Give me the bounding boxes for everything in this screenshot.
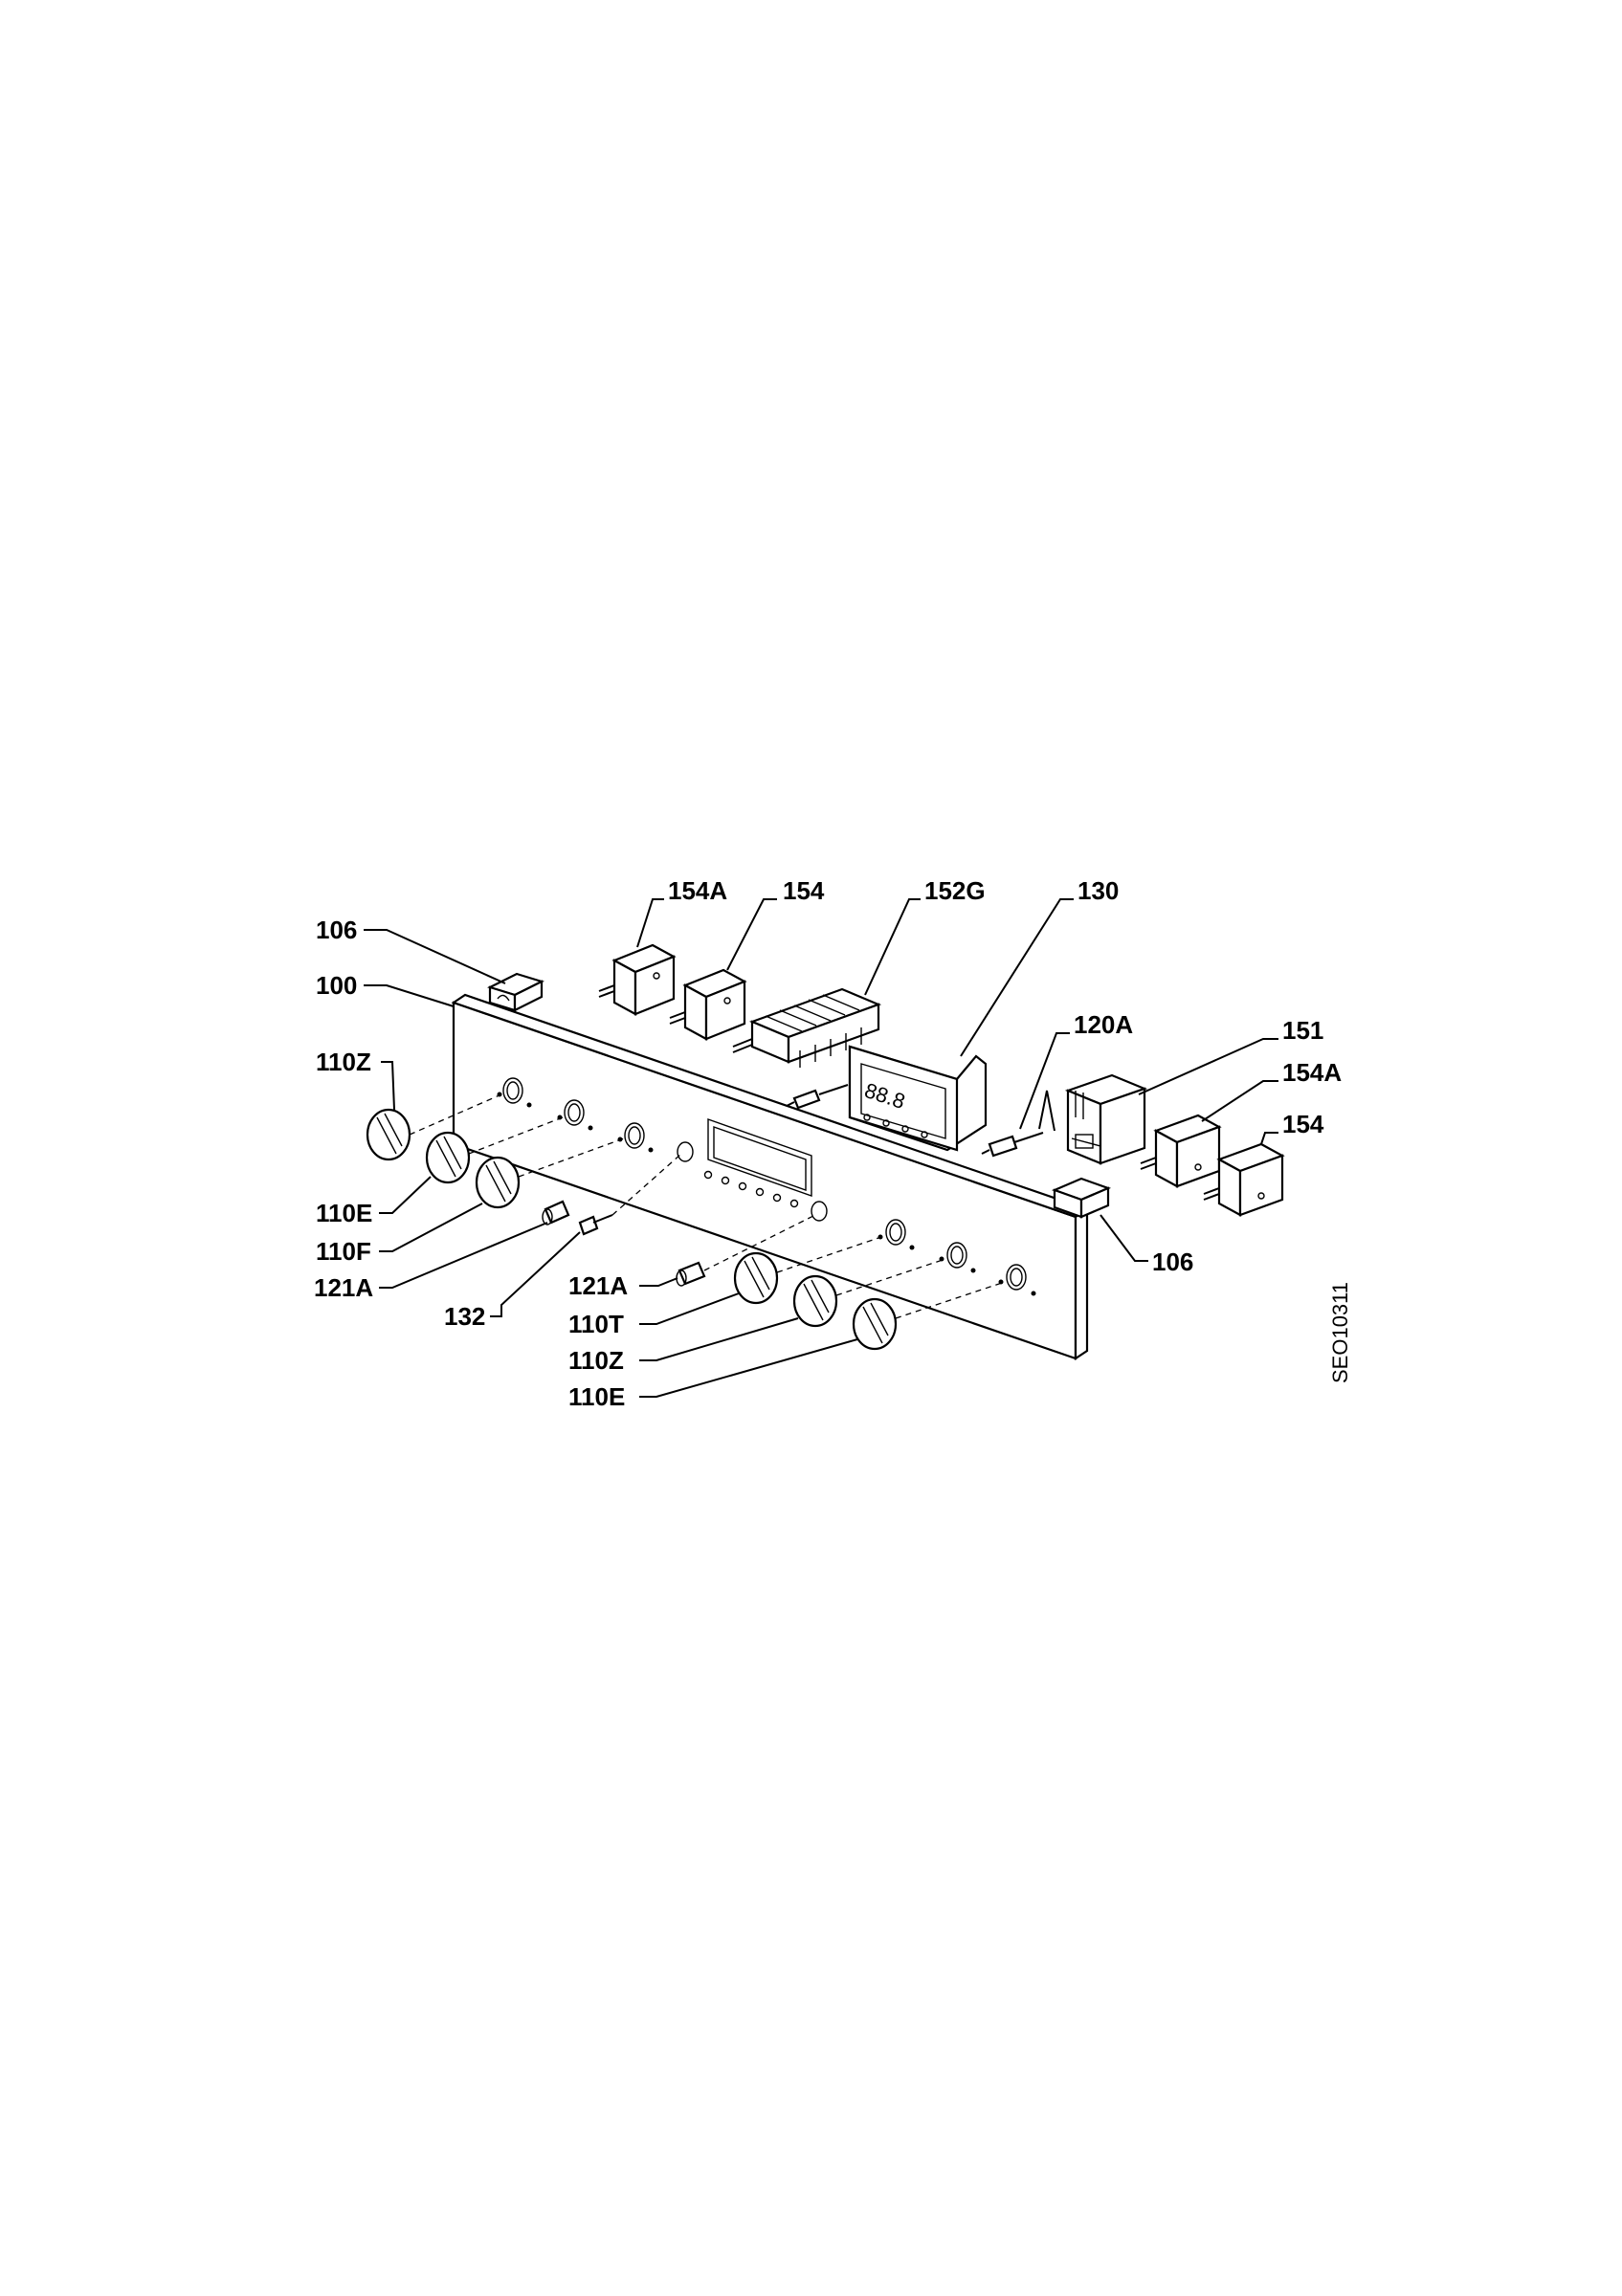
callout-110t: 110T [568,1310,624,1338]
callout-100: 100 [316,971,357,1000]
callout-110z-mid: 110Z [568,1346,624,1375]
cover-106-top [487,972,544,1012]
callout-154-right: 154 [1282,1110,1324,1138]
callout-152g: 152G [924,876,986,905]
knob-110e-mid [852,1281,1006,1351]
thermostat-151 [1064,1073,1148,1165]
switch-154-right [1203,1142,1285,1217]
switch-154-top [669,968,747,1041]
callout-110e-left: 110E [316,1199,372,1227]
callout-130: 130 [1078,876,1119,905]
knob-110z-left [366,1093,502,1161]
callout-labels: 106 100 110Z 110E 110F 121A 132 121A 110… [314,876,1342,1411]
lamp-holder-121a-left [542,1200,570,1225]
callout-106-top: 106 [316,916,357,944]
leader-lines [364,898,1278,1398]
callout-132: 132 [444,1302,485,1331]
lamp-holder-121a-mid [676,1214,816,1287]
callout-120a: 120A [1074,1010,1133,1039]
callout-121a-left: 121A [314,1273,373,1302]
switch-154a-right [1140,1114,1222,1188]
indicator-lamp-120a [981,1090,1055,1158]
button-132 [578,1153,682,1236]
switch-154a-top [598,943,677,1016]
electronic-timer-130: 88.8 [786,1045,988,1152]
callout-110f: 110F [316,1237,371,1266]
callout-151: 151 [1282,1016,1323,1045]
callout-154a-right: 154A [1282,1058,1342,1087]
callout-106-right: 106 [1152,1247,1193,1276]
cover-106-right [1051,1177,1112,1219]
control-panel-100 [451,993,1090,1361]
knob-110z-mid [792,1258,946,1328]
callout-110e-mid: 110E [568,1382,625,1411]
knob-110f [475,1137,625,1209]
callout-121a-mid: 121A [568,1271,628,1300]
knob-110t [733,1235,885,1305]
knob-110e-left [425,1116,564,1184]
callout-110z-left: 110Z [316,1048,371,1076]
callout-154-top: 154 [783,876,825,905]
selector-switch-152g [732,987,882,1068]
callout-154a-top: 154A [668,876,727,905]
drawing-code: SEO10311 [1328,1282,1352,1383]
